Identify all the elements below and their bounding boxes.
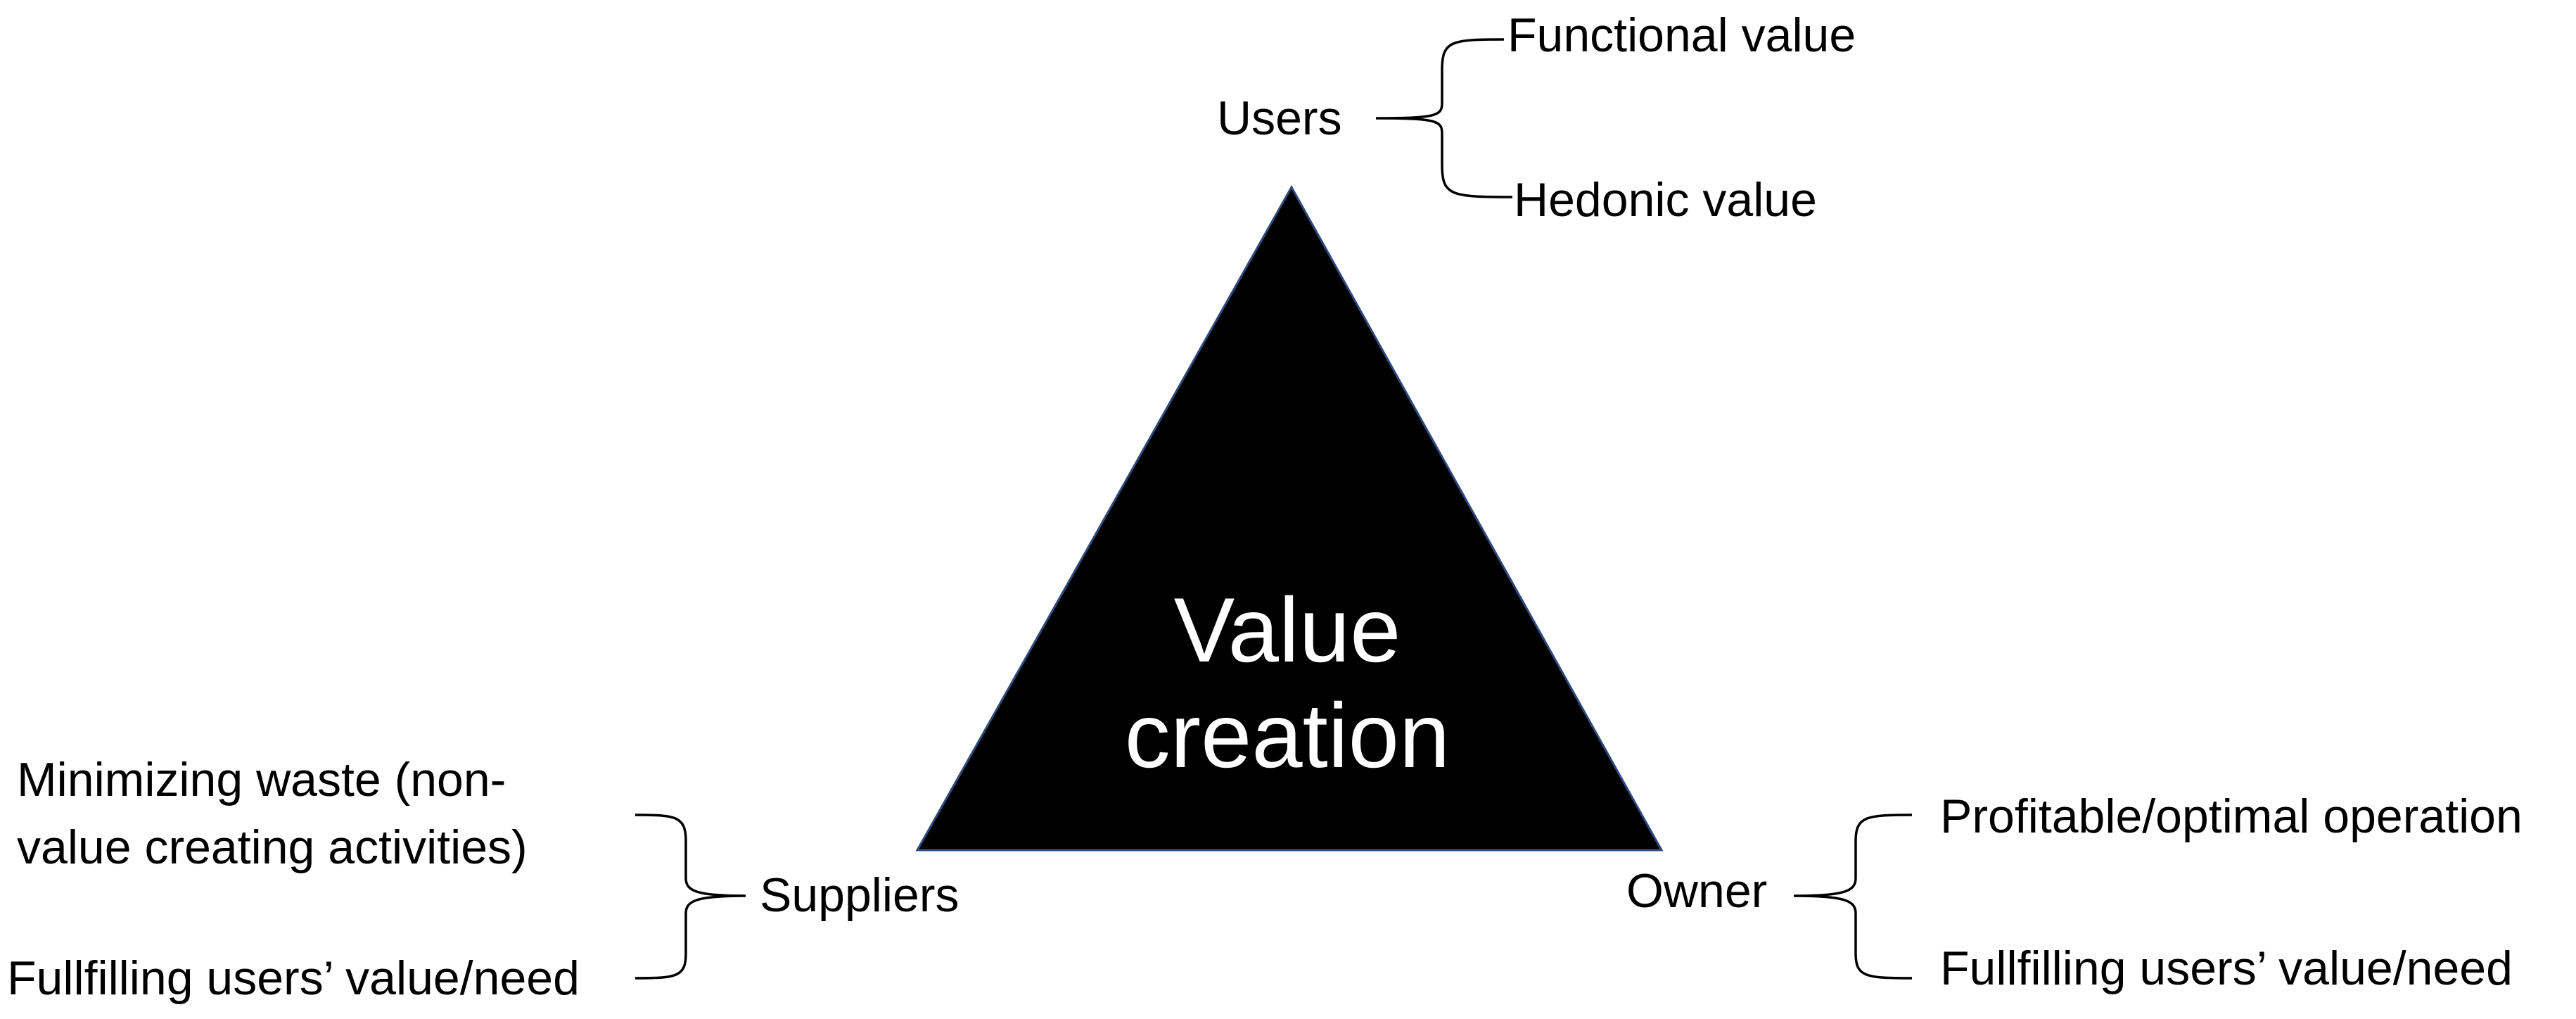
center-label-line-1: Value [1173, 578, 1401, 681]
owner-brace [1793, 814, 1913, 980]
users-item-functional-value: Functional value [1507, 8, 1856, 62]
users-label: Users [1217, 91, 1342, 145]
value-creation-triangle [915, 184, 1664, 852]
users-brace [1375, 38, 1513, 198]
suppliers-item-fulfilling-needs: Fullfilling users’ value/need [7, 951, 580, 1005]
owner-label: Owner [1626, 864, 1768, 918]
suppliers-item-minimizing-waste: Minimizing waste (non- value creating ac… [17, 753, 528, 874]
owner-item-fulfilling-needs: Fullfilling users’ value/need [1940, 942, 2513, 995]
center-label-line-2: creation [1124, 684, 1450, 787]
users-item-hedonic-value: Hedonic value [1514, 173, 1817, 227]
center-label: Value creation [1069, 577, 1505, 788]
suppliers-brace [635, 814, 746, 980]
owner-item-profitable-operation: Profitable/optimal operation [1940, 790, 2523, 843]
suppliers-label: Suppliers [760, 868, 959, 922]
